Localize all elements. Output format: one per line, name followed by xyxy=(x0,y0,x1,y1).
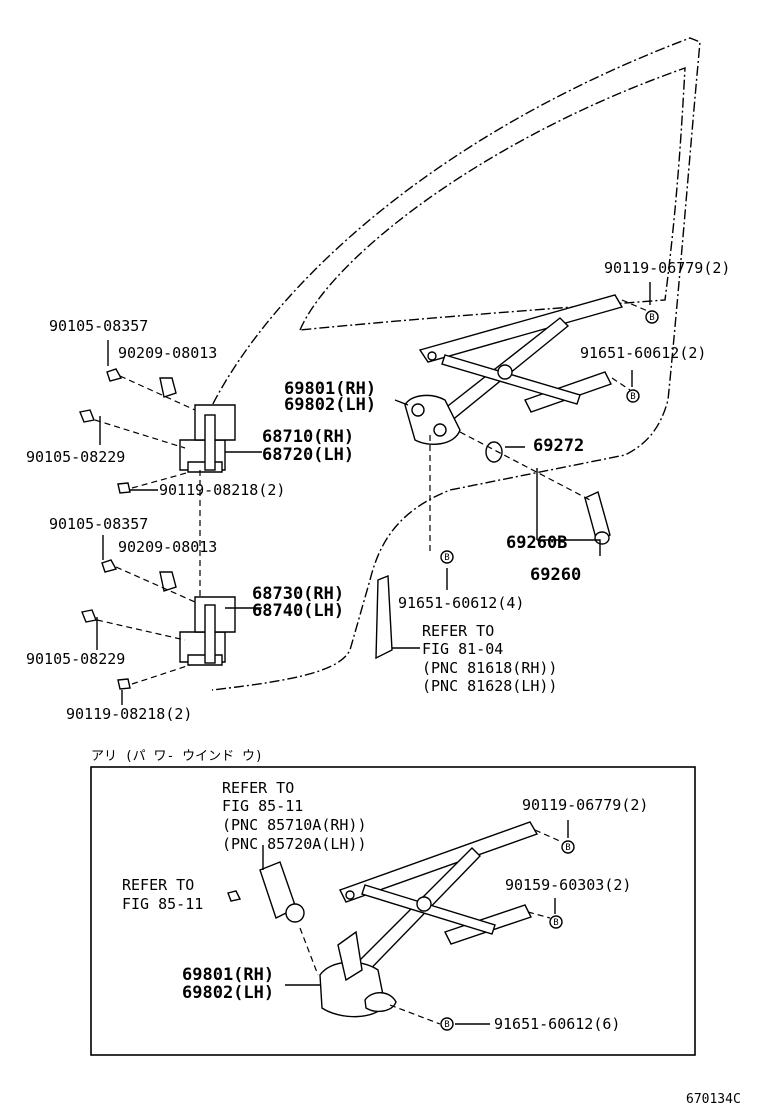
door-outline xyxy=(204,37,701,691)
label-69801-bot: 69801(RH) xyxy=(182,965,274,985)
marker-b-6: B xyxy=(444,1020,449,1030)
label-91651-60612-6: 91651-60612(6) xyxy=(494,1015,620,1033)
label-68710: 68710(RH) xyxy=(262,427,354,447)
inset-frame xyxy=(90,766,696,1056)
refer1-line3: (PNC 81618(RH)) xyxy=(422,659,557,677)
marker-b-5: B xyxy=(553,918,558,928)
refer1-line1: REFER TO xyxy=(422,622,494,640)
label-90209-08013-a: 90209-08013 xyxy=(118,344,217,362)
label-90105-08229-a: 90105-08229 xyxy=(26,448,125,466)
label-91651-60612-4: 91651-60612(4) xyxy=(398,594,524,612)
marker-b-1: B xyxy=(649,313,654,323)
clip-markers xyxy=(440,310,659,1031)
label-69260: 69260 xyxy=(530,565,581,585)
label-90159-60303: 90159-60303(2) xyxy=(505,876,631,894)
label-90119-08218-a: 90119-08218(2) xyxy=(159,481,285,499)
label-69260b: 69260B xyxy=(506,533,567,553)
label-69801-top: 69801(RH) xyxy=(284,379,376,399)
label-68720: 68720(LH) xyxy=(262,445,354,465)
label-69272: 69272 xyxy=(533,436,584,456)
label-90119-06779-bot: 90119-06779(2) xyxy=(522,796,648,814)
refer2-line4: (PNC 85720A(LH)) xyxy=(222,835,367,853)
marker-b-4: B xyxy=(565,843,570,853)
label-69802-bot: 69802(LH) xyxy=(182,983,274,1003)
label-69802-top: 69802(LH) xyxy=(284,395,376,415)
regulator-handle xyxy=(485,441,611,545)
refer2-line1: REFER TO xyxy=(222,779,294,797)
refer3-line2: FIG 85-11 xyxy=(122,895,203,913)
window-regulator-power xyxy=(227,820,569,1025)
figure-id: 670134C xyxy=(686,1092,741,1107)
label-68740: 68740(LH) xyxy=(252,601,344,621)
window-regulator-top xyxy=(404,294,624,446)
label-90209-08013-b: 90209-08013 xyxy=(118,538,217,556)
sash-bracket xyxy=(375,574,420,660)
label-90105-08357-a: 90105-08357 xyxy=(49,317,148,335)
label-90105-08357-b: 90105-08357 xyxy=(49,515,148,533)
refer1-line2: FIG 81-04 xyxy=(422,640,503,658)
label-90119-08218-b: 90119-08218(2) xyxy=(66,705,192,723)
refer2-line3: (PNC 85710A(RH)) xyxy=(222,816,367,834)
marker-b-2: B xyxy=(630,392,635,402)
leader-lines-top xyxy=(394,282,651,590)
lower-hinge xyxy=(81,470,262,705)
upper-hinge xyxy=(79,340,262,494)
label-90105-08229-b: 90105-08229 xyxy=(26,650,125,668)
label-91651-60612-2: 91651-60612(2) xyxy=(580,344,706,362)
marker-b-3: B xyxy=(444,553,449,563)
refer1-line4: (PNC 81628(LH)) xyxy=(422,677,557,695)
label-68730: 68730(RH) xyxy=(252,584,344,604)
clip-marker-letters: B B B B B B xyxy=(444,313,654,1030)
label-90119-06779-top: 90119-06779(2) xyxy=(604,259,730,277)
inset-title: アリ (パ ワ- ウインド ウ) xyxy=(91,749,263,764)
refer2-line2: FIG 85-11 xyxy=(222,797,303,815)
refer3-line1: REFER TO xyxy=(122,876,194,894)
